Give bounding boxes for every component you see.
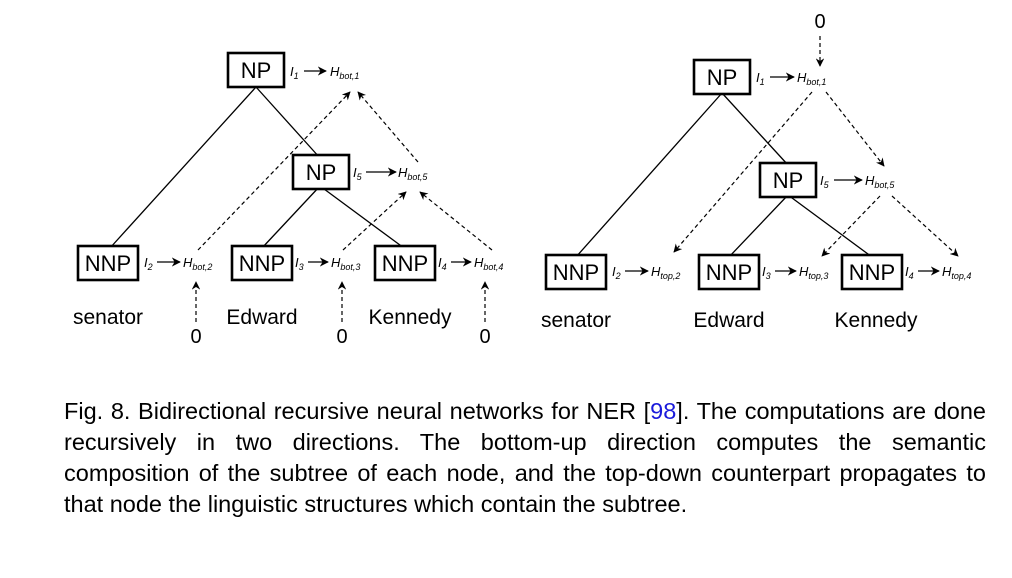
- right-zero: 0: [814, 11, 825, 33]
- right-node-nnp4-label: NNP: [849, 260, 895, 285]
- left-node-np5-label: NP: [306, 160, 337, 185]
- left-node-nnp2: NNP: [76, 244, 140, 282]
- left-node-np1-label: NP: [241, 58, 272, 83]
- left-input-4: I4: [438, 255, 447, 272]
- right-node-np5: NP: [758, 161, 818, 199]
- left-input-1: I1: [290, 64, 299, 81]
- left-tree: NP NP NNP NNP NNP I1 Hbot,1 I5 Hbot,5 I2…: [73, 51, 503, 348]
- left-h-bot-4: Hbot,4: [474, 255, 503, 272]
- caption-prefix: Fig. 8. Bidirectional recursive neural n…: [64, 398, 651, 424]
- left-edge-np5-nnp4: [319, 185, 405, 249]
- right-dash-hbot5-htop4: [891, 195, 959, 257]
- right-word-edward: Edward: [693, 309, 764, 332]
- right-edge-np5-nnp3: [728, 194, 789, 258]
- caption-reference-link[interactable]: 98: [650, 398, 677, 424]
- left-dash-hbot5-hbot1: [357, 91, 419, 163]
- left-h-bot-1: Hbot,1: [330, 64, 359, 81]
- left-node-nnp4-label: NNP: [382, 251, 428, 276]
- right-input-5: I5: [820, 173, 830, 190]
- left-word-edward: Edward: [226, 306, 297, 329]
- left-word-senator: senator: [73, 306, 143, 329]
- figure-caption: Fig. 8. Bidirectional recursive neural n…: [64, 396, 986, 520]
- right-edge-np1-nnp2: [575, 92, 723, 258]
- right-node-np1-label: NP: [707, 65, 738, 90]
- left-zero-3: 0: [479, 326, 490, 348]
- right-input-3: I3: [762, 264, 771, 281]
- left-edge-np1-nnp2: [109, 86, 257, 249]
- left-node-np5: NP: [291, 153, 351, 191]
- left-dash-hbot3-hbot5: [342, 191, 407, 251]
- left-h-bot-2: Hbot,2: [183, 255, 212, 272]
- right-node-nnp3: NNP: [697, 253, 761, 291]
- right-node-nnp3-label: NNP: [706, 260, 752, 285]
- left-h-bot-5: Hbot,5: [398, 165, 428, 182]
- left-word-kennedy: Kennedy: [369, 306, 452, 329]
- right-dash-hbot1-hbot5: [825, 91, 885, 167]
- left-input-3: I3: [295, 255, 304, 272]
- left-node-np1: NP: [226, 51, 286, 89]
- right-edge-np1-np5: [721, 92, 789, 166]
- left-input-5: I5: [353, 165, 363, 182]
- right-node-np1: NP: [692, 58, 752, 96]
- right-h-bot-5: Hbot,5: [865, 173, 895, 190]
- left-zero-1: 0: [190, 326, 201, 348]
- right-h-top-4: Htop,4: [942, 264, 971, 281]
- right-node-nnp2: NNP: [544, 253, 608, 291]
- figure-diagram: NP NP NNP NNP NNP I1 Hbot,1 I5 Hbot,5 I2…: [73, 11, 971, 348]
- right-word-kennedy: Kennedy: [835, 309, 918, 332]
- left-zero-2: 0: [336, 326, 347, 348]
- right-node-nnp4: NNP: [840, 253, 904, 291]
- right-h-top-3: Htop,3: [799, 264, 828, 281]
- right-input-4: I4: [905, 264, 914, 281]
- right-input-2: I2: [612, 264, 621, 281]
- left-dash-hbot4-hbot5: [419, 191, 493, 251]
- left-dash-hbot2-hbot1: [197, 91, 351, 251]
- right-dash-hbot1-htop2: [673, 91, 813, 253]
- left-edge-np1-np5: [255, 86, 321, 159]
- left-node-nnp2-label: NNP: [85, 251, 131, 276]
- left-node-nnp4: NNP: [373, 244, 437, 282]
- right-node-nnp2-label: NNP: [553, 260, 599, 285]
- left-h-bot-3: Hbot,3: [331, 255, 360, 272]
- right-h-bot-1: Hbot,1: [797, 70, 826, 87]
- left-edge-np5-nnp3: [261, 185, 321, 249]
- right-node-np5-label: NP: [773, 168, 804, 193]
- right-word-senator: senator: [541, 309, 611, 332]
- right-input-1: I1: [756, 70, 765, 87]
- left-input-2: I2: [144, 255, 153, 272]
- caption-suffix: ]. The computations are done recursively…: [64, 398, 986, 517]
- left-node-nnp3: NNP: [230, 244, 294, 282]
- right-h-top-2: Htop,2: [651, 264, 680, 281]
- right-tree: 0 NP NP NNP NNP NNP I1 Hbot,1: [541, 11, 971, 332]
- left-node-nnp3-label: NNP: [239, 251, 285, 276]
- right-edge-np5-nnp4: [787, 194, 873, 258]
